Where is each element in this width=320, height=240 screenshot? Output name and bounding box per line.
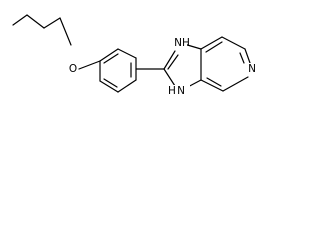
pyridine-n-label-group: N — [247, 63, 257, 75]
molecule-canvas: O — [0, 0, 285, 116]
pyridine-bond-c7a-c7 — [200, 36, 223, 50]
bond-c1-c2 — [12, 14, 28, 26]
oxygen-label: O — [69, 63, 77, 75]
pyridine-bond-c4-c3a — [200, 79, 224, 92]
n1-label-group: N H — [172, 37, 190, 50]
ether-oxygen: O — [68, 60, 101, 75]
pyridine-n-label: N — [248, 63, 256, 75]
phenyl-inner-bond-1 — [103, 53, 119, 64]
phenyl-inner-bond-3 — [103, 78, 118, 88]
bond-o-aryl — [78, 60, 101, 70]
pyridine-bond-c6-n5 — [244, 48, 251, 64]
pyridine-double-bond-1 — [205, 41, 223, 53]
n3-hydrogen-label: H — [168, 85, 176, 97]
phenyl-bond-4 — [117, 79, 137, 93]
imidazole-double-bond-inner — [167, 54, 179, 70]
pyridine-bond-n5-c4 — [222, 76, 249, 92]
imidazole-bond-c2-n1 — [163, 50, 176, 70]
bond-c4-o — [59, 17, 72, 46]
n1-label: N — [174, 37, 182, 49]
phenyl-bond-1 — [99, 48, 119, 62]
bond-c3-c4 — [43, 17, 61, 29]
pyridine-bond-c7-c6 — [221, 36, 246, 50]
phenyl-ring — [99, 48, 137, 93]
pyridine-double-bond-3 — [206, 77, 222, 87]
phenyl-bond-2 — [117, 48, 137, 59]
pyridine-double-bond-2 — [239, 52, 245, 64]
butyl-chain — [12, 14, 72, 46]
structure-svg: O — [12, 14, 257, 98]
n3-label-group: H N — [168, 85, 190, 98]
n1-hydrogen-label: H — [182, 37, 190, 49]
phenyl-bond-5 — [99, 80, 119, 93]
bond-c2-c3 — [26, 14, 45, 29]
imidazole-bond-n3-c2 — [163, 68, 176, 87]
n3-label: N — [177, 85, 185, 97]
